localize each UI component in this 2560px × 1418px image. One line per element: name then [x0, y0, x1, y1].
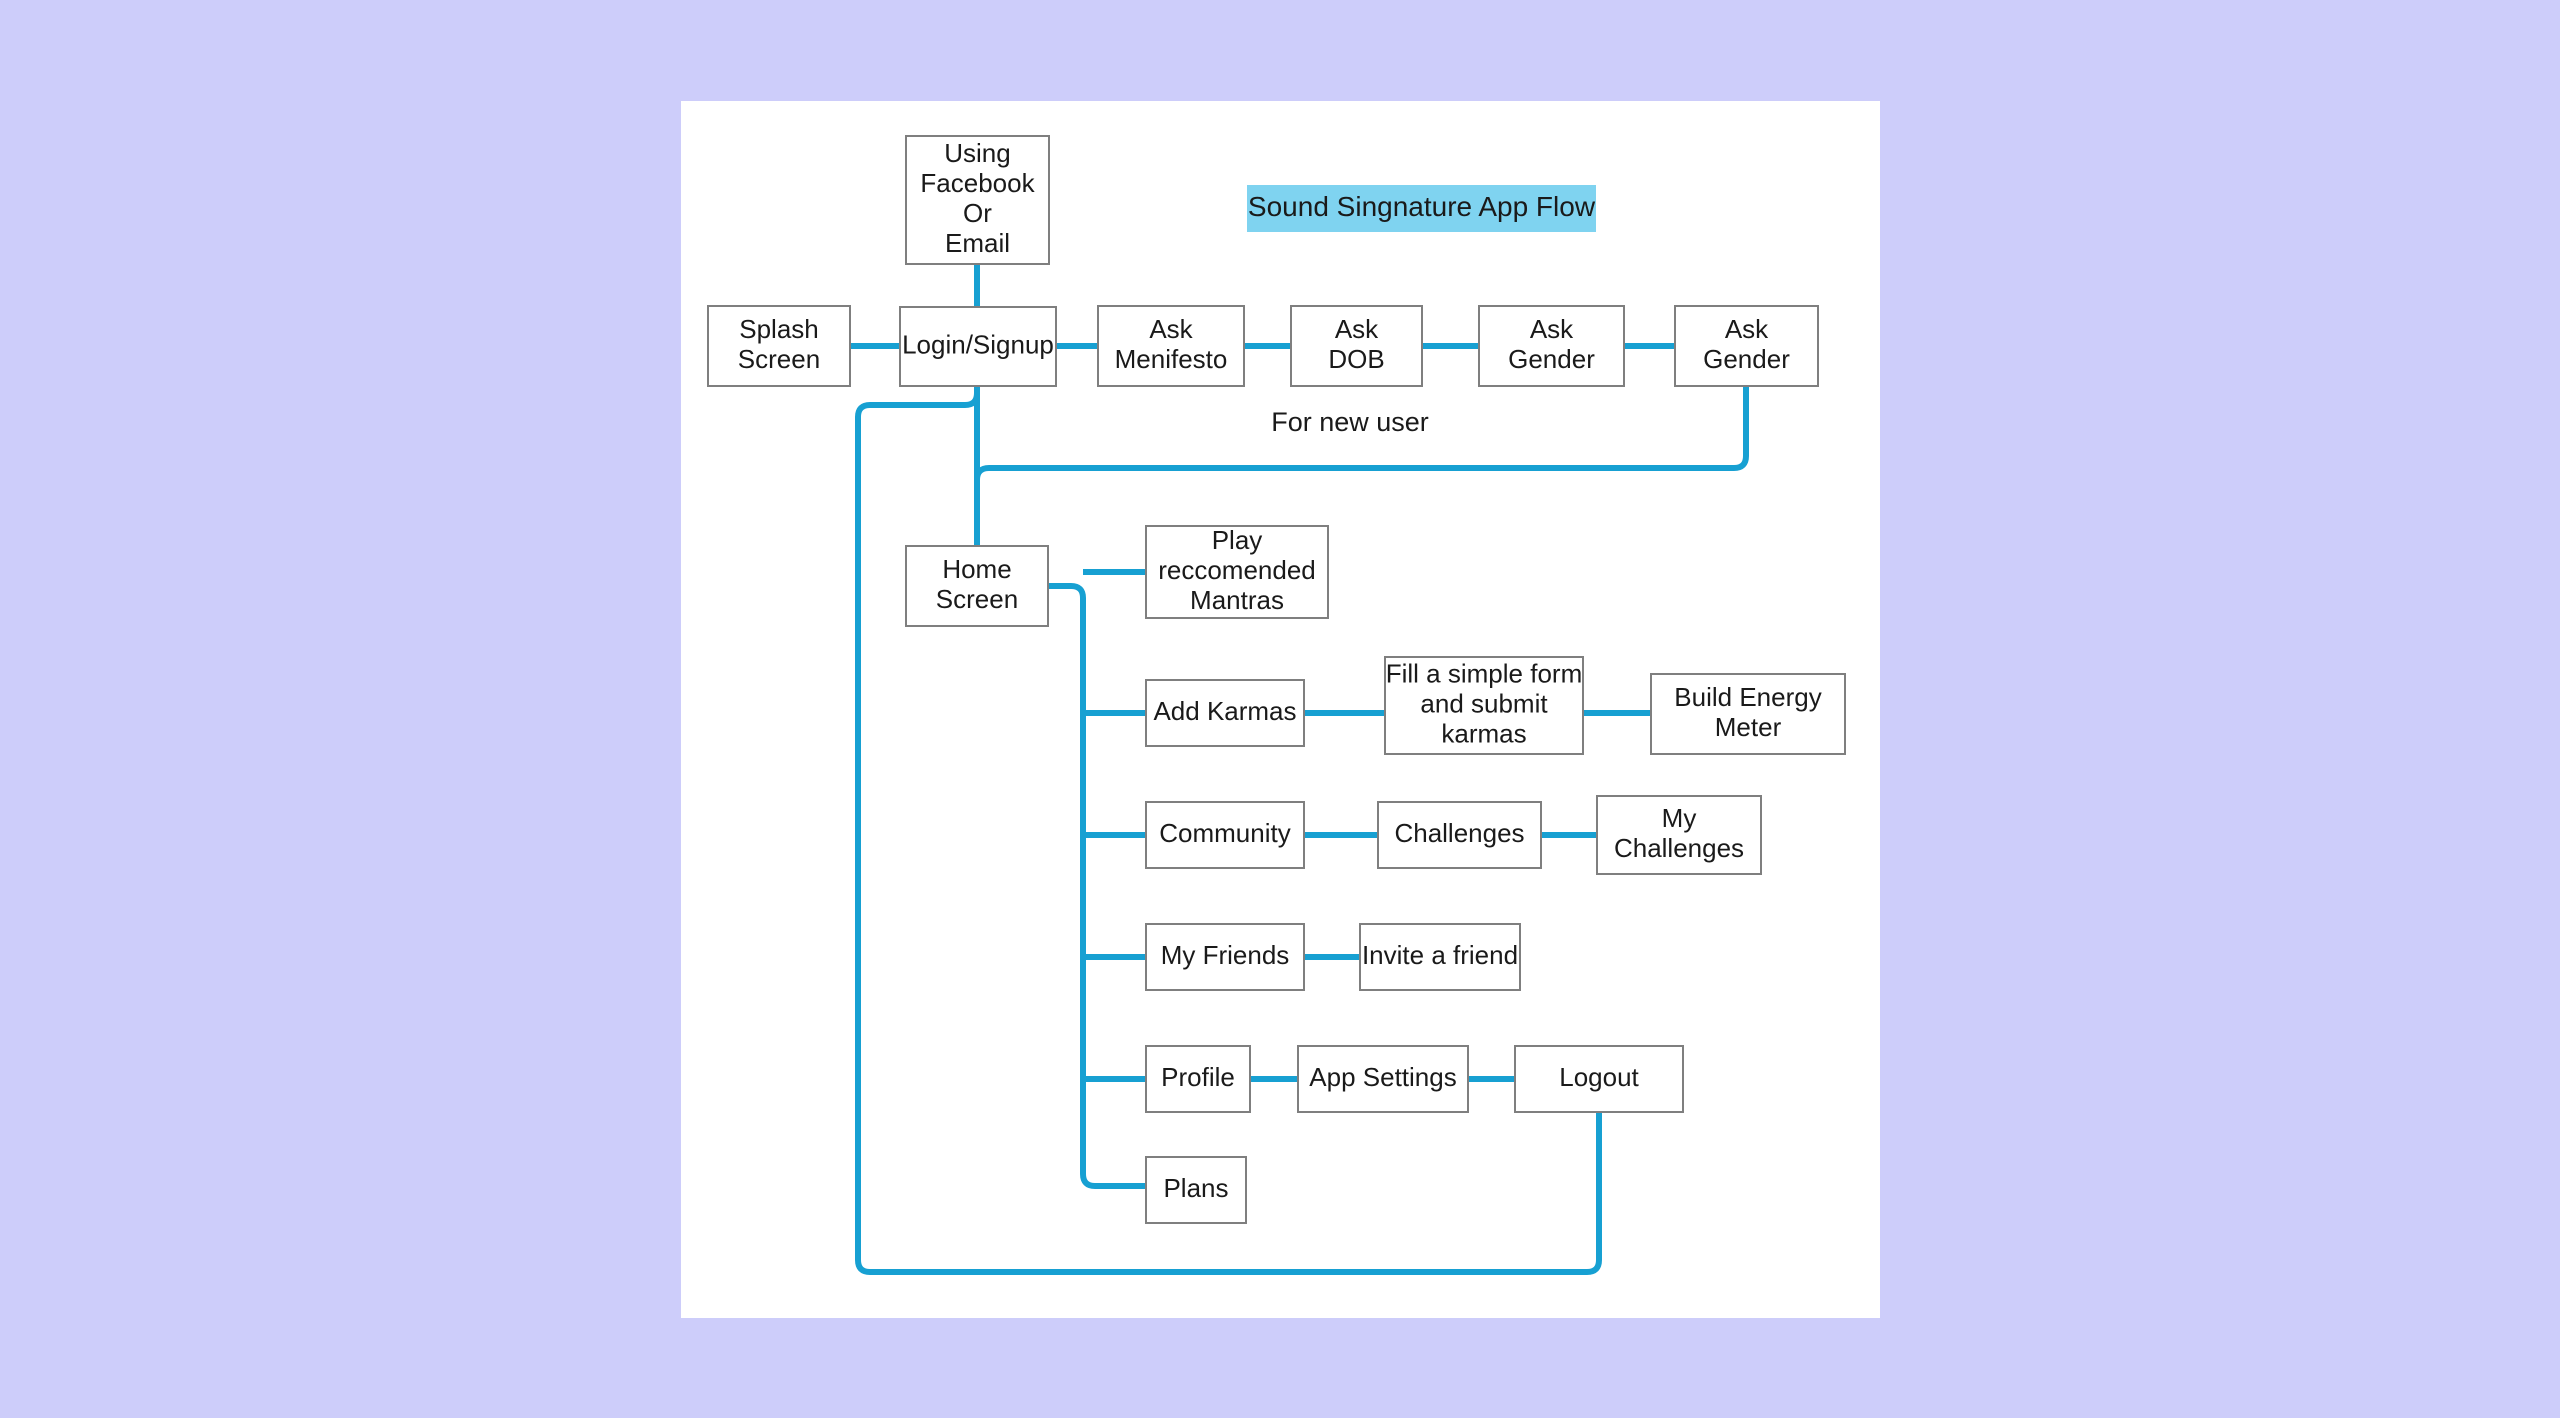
node-label-app-settings: App Settings	[1309, 1062, 1456, 1092]
node-box-login-signup	[899, 306, 1057, 387]
node-plans[interactable]: Plans	[1145, 1156, 1247, 1224]
node-label-challenges: Challenges	[1394, 818, 1524, 848]
node-box-add-karmas	[1145, 679, 1305, 747]
node-community[interactable]: Community	[1145, 801, 1305, 869]
title-banner-label: Sound Singnature App Flow	[1248, 191, 1596, 222]
node-add-karmas[interactable]: Add Karmas	[1145, 679, 1305, 747]
annotations-layer: For new user	[1271, 407, 1429, 437]
node-my-friends[interactable]: My Friends	[1145, 923, 1305, 991]
node-box-invite-a-friend	[1359, 923, 1521, 991]
node-label-plans: Plans	[1163, 1173, 1228, 1203]
node-box-plans	[1145, 1156, 1247, 1224]
node-box-my-friends	[1145, 923, 1305, 991]
node-box-community	[1145, 801, 1305, 869]
node-label-profile: Profile	[1161, 1062, 1235, 1092]
node-box-app-settings	[1297, 1045, 1469, 1113]
node-box-ask-gender-1	[1478, 305, 1625, 387]
node-label-logout: Logout	[1559, 1062, 1639, 1092]
connector-logout-return-loop	[855, 386, 1602, 1275]
title-banner-layer: Sound Singnature App Flow	[1247, 185, 1596, 232]
node-box-challenges	[1377, 801, 1542, 869]
node-label-add-karmas: Add Karmas	[1153, 696, 1296, 726]
node-label-invite-a-friend: Invite a friend	[1362, 940, 1518, 970]
node-profile[interactable]: Profile	[1145, 1045, 1251, 1113]
node-login-signup[interactable]: Login/Signup	[899, 306, 1057, 387]
node-app-settings[interactable]: App Settings	[1297, 1045, 1469, 1113]
node-label-login-signup: Login/Signup	[902, 329, 1054, 359]
node-box-home-screen	[905, 545, 1049, 627]
connector-home-to-branch-trunk	[1048, 583, 1146, 1189]
node-box-my-challenges	[1596, 795, 1762, 875]
for-new-user-note: For new user	[1271, 407, 1429, 437]
node-box-ask-dob	[1290, 305, 1423, 387]
node-box-logout	[1514, 1045, 1684, 1113]
connectors-layer	[850, 264, 1749, 1275]
node-invite-a-friend[interactable]: Invite a friend	[1359, 923, 1521, 991]
node-box-profile	[1145, 1045, 1251, 1113]
node-box-build-energy-meter	[1650, 673, 1846, 755]
title-banner-background	[1247, 185, 1596, 232]
node-logout[interactable]: Logout	[1514, 1045, 1684, 1113]
node-challenges[interactable]: Challenges	[1377, 801, 1542, 869]
node-label-my-friends: My Friends	[1161, 940, 1290, 970]
node-box-ask-gender-2	[1674, 305, 1819, 387]
node-box-play-reccomended-mantras	[1145, 525, 1329, 619]
node-box-ask-menifesto	[1097, 305, 1245, 387]
node-label-community: Community	[1159, 818, 1290, 848]
title-banner: Sound Singnature App Flow	[1247, 185, 1596, 232]
node-box-fill-form-submit-karmas	[1384, 656, 1584, 755]
node-box-splash-screen	[707, 305, 851, 387]
node-box-using-facebook-or-email	[905, 135, 1050, 265]
